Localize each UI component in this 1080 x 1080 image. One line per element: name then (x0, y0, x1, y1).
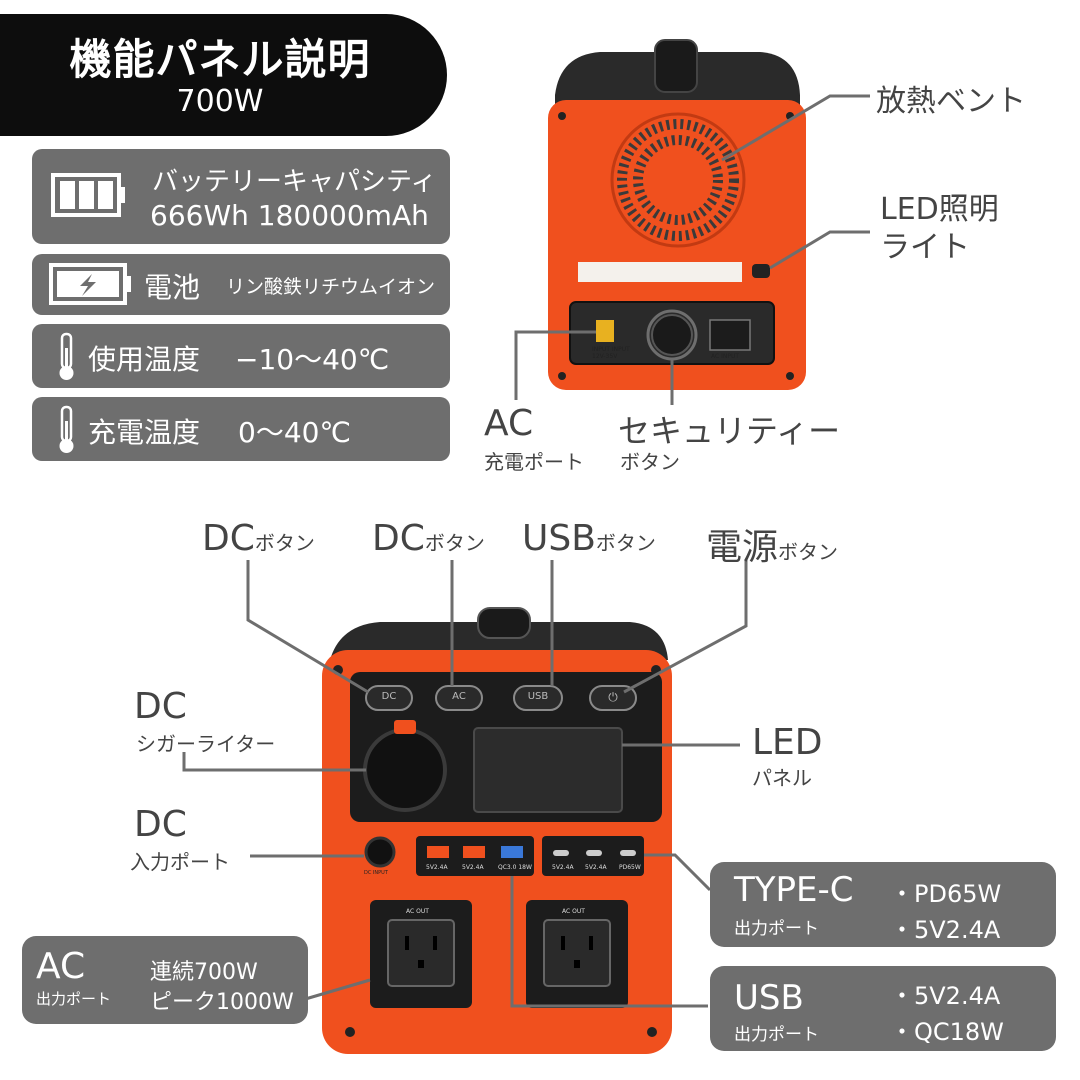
typec-output-box: TYPE-C 出力ポート ・PD65W ・5V2.4A (710, 862, 1056, 947)
cigarette-callout-main: DC (134, 686, 187, 727)
typec-spec-1: ・PD65W (890, 880, 1002, 908)
dc-button-label: DC (381, 691, 397, 702)
callout-sub: ボタン (254, 531, 315, 555)
usb-box-main: USB (734, 978, 804, 1018)
spec-capacity: バッテリーキャパシティ 666Wh 180000mAh (32, 149, 450, 244)
usb-spec-1: ・5V2.4A (890, 982, 1001, 1010)
callout-main: DC (372, 518, 425, 559)
vent-callout: 放熱ベント (876, 84, 1026, 119)
ac-charge-callout-main: AC (484, 403, 534, 444)
ac-input-socket (709, 319, 751, 351)
typec-port-label-3: PD65W (619, 864, 641, 871)
led-panel-callout-main: LED (752, 722, 823, 763)
typec-box-main: TYPE-C (734, 870, 854, 910)
spec-operating-temp: 使用温度 −10〜40℃ (32, 324, 450, 388)
usb-port-label-3: QC3.0 18W (498, 864, 532, 871)
security-button (651, 314, 693, 356)
led-light-bar (578, 262, 742, 282)
charging-temp-value: 0〜40℃ (238, 416, 351, 449)
ac-button-label: AC (452, 691, 466, 702)
security-callout-sub: ボタン (620, 450, 680, 474)
operating-temp-value: −10〜40℃ (235, 343, 390, 376)
operating-temp-label: 使用温度 (88, 343, 201, 376)
title-banner (0, 14, 447, 136)
callout-main: USB (522, 518, 596, 559)
handle (477, 607, 531, 639)
ac-output-box: AC 出力ポート 連続700W ピーク1000W (22, 936, 308, 1024)
handle (654, 39, 698, 93)
ac-box-main: AC (36, 946, 86, 987)
typec-port-label-1: 5V2.4A (552, 864, 574, 871)
dc-button-callout-2: DCボタン (372, 518, 485, 559)
usb-port-label-1: 5V2.4A (426, 864, 448, 871)
battery-icon (51, 173, 125, 217)
callout-main: DC (202, 518, 255, 559)
thermometer-icon (59, 332, 74, 380)
dc-input-port-label: DC INPUT (364, 870, 388, 876)
led-light-switch (752, 264, 770, 278)
ac-charge-callout-sub: 充電ポート (484, 450, 584, 474)
ac-button[interactable] (435, 685, 483, 711)
led-panel (473, 727, 623, 813)
front-device (322, 607, 672, 1054)
spec-battery-type: 電池 リン酸鉄リチウムイオン (32, 254, 450, 315)
security-callout-main: セキュリティー (618, 412, 841, 450)
dc-button-callout: DCボタン (202, 518, 315, 559)
page-title: 機能パネル説明 (69, 35, 371, 84)
usb-button[interactable] (513, 685, 563, 711)
typec-port-label-2: 5V2.4A (585, 864, 607, 871)
charging-temp-label: 充電温度 (88, 416, 201, 449)
usb-button-callout: USBボタン (522, 518, 656, 559)
callout-sub: ボタン (595, 531, 656, 555)
back-ac-input-label: AC INPUT (711, 353, 740, 360)
callout-sub: ボタン (424, 531, 485, 555)
callout-main: 電源 (706, 527, 779, 568)
back-dc-input-label: INPUT INPUT 12V-35V (592, 346, 630, 360)
ac-spec-1: 連続700W (150, 960, 258, 985)
cigarette-callout-sub: シガーライター (136, 732, 276, 756)
spec-charging-temp: 充電温度 0〜40℃ (32, 397, 450, 461)
power-button-label: ⏻ (608, 690, 618, 704)
typec-box-sub: 出力ポート (734, 919, 819, 939)
usb-spec-2: ・QC18W (890, 1018, 1004, 1046)
power-button-callout: 電源ボタン (706, 518, 838, 570)
ac-box-sub: 出力ポート (36, 990, 112, 1008)
capacity-label: バッテリーキャパシティ (152, 167, 437, 197)
thermometer-icon (59, 405, 74, 453)
ac-out-label-left: AC OUT (406, 908, 429, 915)
led-light-callout-line2: ライト (880, 230, 970, 265)
usb-button-label: USB (527, 691, 549, 702)
cigarette-socket (363, 728, 447, 812)
battery-charge-icon (49, 263, 131, 305)
dc-button[interactable] (365, 685, 413, 711)
dc-input-callout-sub: 入力ポート (130, 850, 230, 874)
usb-box-sub: 出力ポート (734, 1025, 819, 1045)
callout-sub: ボタン (778, 540, 839, 564)
battery-value: リン酸鉄リチウムイオン (226, 276, 436, 298)
dc-input-callout-main: DC (134, 804, 187, 845)
led-panel-callout-sub: パネル (752, 766, 812, 790)
led-light-callout-line1: LED照明 (880, 192, 999, 227)
battery-label: 電池 (144, 271, 201, 304)
ac-spec-2: ピーク1000W (150, 990, 294, 1015)
capacity-value: 666Wh 180000mAh (150, 199, 429, 232)
ac-out-label-right: AC OUT (562, 908, 585, 915)
usb-port-label-2: 5V2.4A (462, 864, 484, 871)
back-device (548, 39, 806, 390)
ac-charge-port (596, 320, 614, 342)
typec-spec-2: ・5V2.4A (890, 916, 1001, 944)
usb-output-box: USB 出力ポート ・5V2.4A ・QC18W (710, 966, 1056, 1051)
dc-input-port (364, 836, 396, 868)
page-subtitle: 700W (176, 84, 264, 119)
